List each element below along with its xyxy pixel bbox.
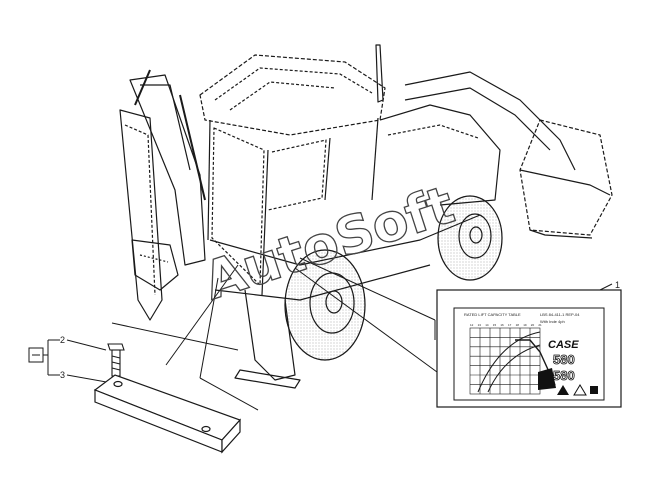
warning-triangle-icon	[557, 385, 569, 395]
bolt	[107, 343, 125, 377]
decal-heading: RATED LIFT CAPACITY TABLE	[464, 312, 521, 317]
lift-capacity-decal: RATED LIFT CAPACITY TABLE LBS 84-411-1 R…	[436, 289, 622, 408]
callout-label-1: 1	[615, 280, 620, 290]
decal-callout-1: 1	[599, 280, 620, 291]
decal-tick-label: 18	[516, 323, 520, 327]
decal-tick-label: 15	[493, 323, 497, 327]
leader-lines	[111, 257, 438, 411]
front-wheel	[437, 195, 503, 281]
decal-tick-label: 20	[531, 323, 535, 327]
machine-silhouette-icon	[538, 368, 556, 390]
spacer-block	[93, 374, 242, 454]
decal-tick-label: 21	[538, 323, 542, 327]
decal-chart	[469, 327, 556, 395]
decal-model-2: 580	[553, 368, 575, 383]
decal-tick-label: 13	[478, 323, 482, 327]
decal-part-code: LBS 84-411-1 REP-04	[540, 312, 580, 317]
warning-outline-icon	[573, 384, 587, 396]
decal-tick-label: 12	[470, 323, 474, 327]
callout-label-2: 2	[60, 335, 65, 345]
decal-tick-label: 17	[508, 323, 512, 327]
machine-body	[119, 44, 613, 389]
rear-wheel	[284, 249, 366, 361]
decal-tick-label: 14	[485, 323, 489, 327]
callout-label-3: 3	[60, 370, 65, 380]
decal-brand: CASE	[548, 339, 579, 351]
book-icon	[590, 386, 598, 394]
decal-tick-label: 16	[500, 323, 504, 327]
kit-bracket	[28, 339, 113, 384]
decal-tick-label: 19	[523, 323, 527, 327]
decal-subheading: With Inde 4ph	[540, 319, 565, 324]
decal-model-1: 580	[553, 352, 575, 367]
